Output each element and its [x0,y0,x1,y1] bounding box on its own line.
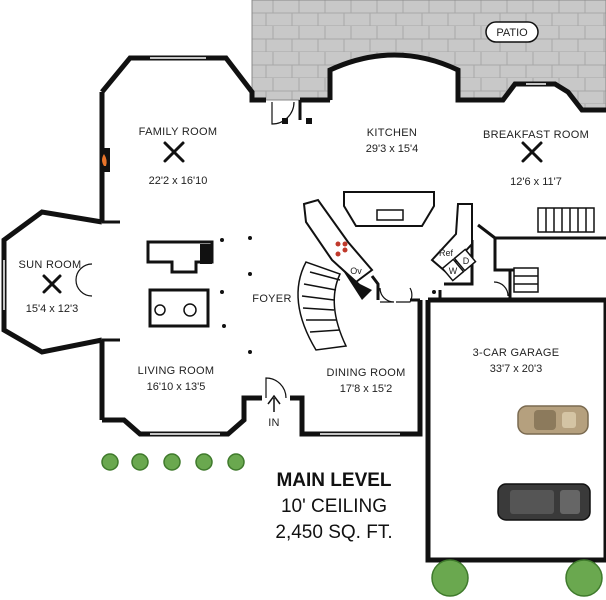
ceiling-fan-icon [42,274,62,294]
kitchen-island [343,191,435,227]
curved-staircase [297,261,348,351]
cooktop-burner-icon [335,251,341,257]
columns [220,118,436,354]
cooktop-burner-icon [335,241,341,247]
washer [441,258,465,282]
garage-name: 3-CAR GARAGE [473,347,560,359]
dining-room-name: DINING ROOM [326,367,405,379]
interior-walls [102,100,606,342]
family-room-name: FAMILY ROOM [139,126,218,138]
ceiling-height: 10' CEILING [281,496,387,517]
car-tan-icon [517,405,589,435]
sun-room-name: SUN ROOM [19,259,82,271]
sun-room-dims: 15'4 x 12'3 [26,303,79,315]
dryer-label: D [463,256,470,266]
car-dark-icon [497,483,591,521]
dining-room-dims: 17'8 x 15'2 [340,383,393,395]
cooktop-burner-icon [342,241,348,247]
windows [3,57,546,435]
entry-arrow-icon [267,394,281,412]
island-sink-icon [376,209,404,221]
ceiling-fan-icon [163,141,185,163]
breakfast-room-dims: 12'6 x 11'7 [510,176,562,188]
square-footage: 2,450 SQ. FT. [275,522,392,543]
back-staircase [513,207,595,293]
fireplace-hearth [200,244,212,264]
dryer [453,248,477,272]
ceiling-fan-icon [521,141,543,163]
stair-landing [340,266,372,300]
oven-label: Ov [350,266,362,276]
refrigerator-label: Ref [439,248,454,258]
patio-label: PATIO [496,27,528,39]
sink-icon [183,303,197,317]
kitchen-counter-left [302,198,374,284]
family-room-dims: 22'2 x 16'10 [149,175,208,187]
breakfast-room-name: BREAKFAST ROOM [483,129,589,141]
patio-label-box [485,21,539,43]
kitchen-dims: 29'3 x 15'4 [366,143,419,155]
living-room-name: LIVING ROOM [138,365,215,377]
shrubs [101,453,603,597]
fireplace-flame-icon [102,154,107,166]
level-title: MAIN LEVEL [276,470,391,491]
entry-label: IN [268,417,280,429]
living-room-dims: 16'10 x 13'5 [147,381,206,393]
foyer-name: FOYER [252,293,291,305]
washer-label: W [449,266,458,276]
kitchen-name: KITCHEN [367,127,417,139]
garage-dims: 33'7 x 20'3 [490,363,543,375]
patio-area [251,0,606,111]
cooktop-burner-icon [342,247,348,253]
toilet-icon [154,304,166,316]
